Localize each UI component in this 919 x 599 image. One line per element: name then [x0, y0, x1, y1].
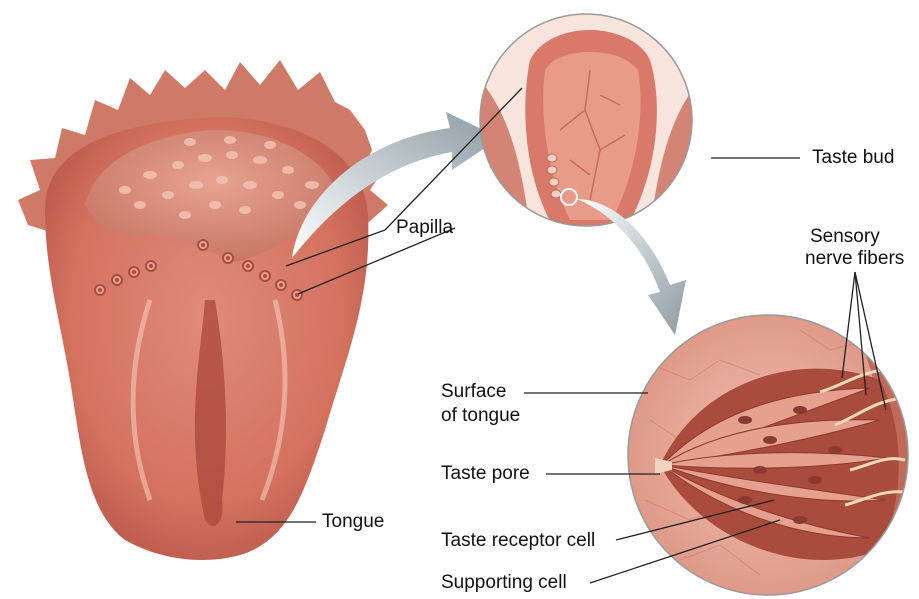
label-supporting-cell: Supporting cell	[441, 572, 567, 594]
label-taste-pore: Taste pore	[441, 463, 530, 485]
tongue-illustration	[18, 60, 388, 560]
label-surface-line2: of tongue	[441, 405, 520, 427]
label-tongue: Tongue	[322, 511, 384, 533]
label-papilla: Papilla	[396, 217, 453, 239]
label-sensory-line2: nerve fibers	[805, 248, 904, 270]
taste-bud-detail	[628, 315, 919, 595]
label-sensory-line1: Sensory	[810, 226, 880, 248]
label-surface-line1: Surface	[441, 381, 506, 403]
label-taste-bud: Taste bud	[812, 147, 894, 169]
label-taste-receptor-cell: Taste receptor cell	[441, 530, 595, 552]
